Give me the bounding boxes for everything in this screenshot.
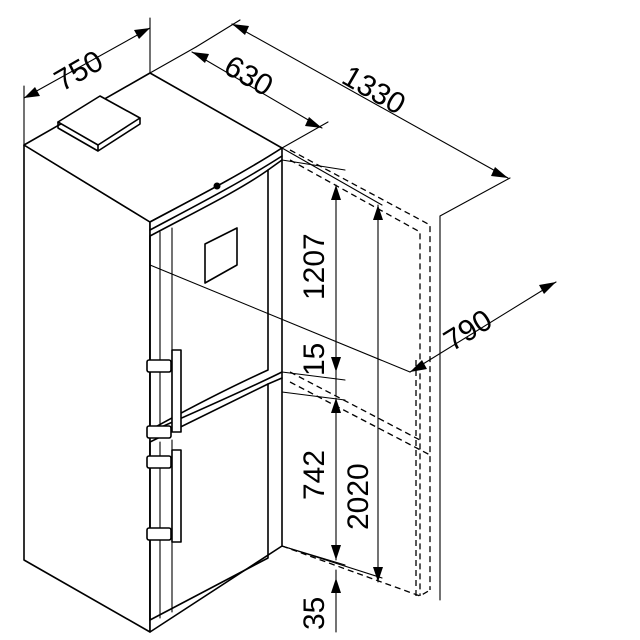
cabinet-front [149, 147, 283, 633]
dim-lower-height: 742 [298, 397, 341, 561]
dim-total-height: 2020 [342, 204, 383, 583]
dim-upper-height: 1207 [298, 184, 341, 373]
display-window [204, 227, 238, 284]
dim-width-label: 750 [49, 44, 109, 98]
dim-base-height: 35 [298, 569, 341, 633]
fridge-cabinet [23, 72, 283, 633]
dim-clearance-label: 790 [438, 303, 498, 358]
dim-upper-height-label: 1207 [298, 233, 331, 300]
lower-door-handle [146, 449, 182, 543]
dim-gap: 15 [298, 343, 337, 397]
dim-gap-label: 15 [298, 343, 331, 376]
cabinet-left-side [23, 144, 151, 633]
upper-door [149, 169, 269, 431]
indicator-dot [213, 182, 221, 190]
dim-lower-height-label: 742 [298, 450, 331, 500]
dim-base-height-label: 35 [298, 597, 331, 630]
dim-total-height-label: 2020 [342, 463, 375, 530]
dim-depth-label: 630 [219, 49, 279, 103]
upper-door-handle [146, 349, 182, 439]
dim-depth-open-label: 1330 [337, 59, 411, 121]
wall-line [439, 177, 511, 217]
open-door-outline [281, 149, 431, 600]
